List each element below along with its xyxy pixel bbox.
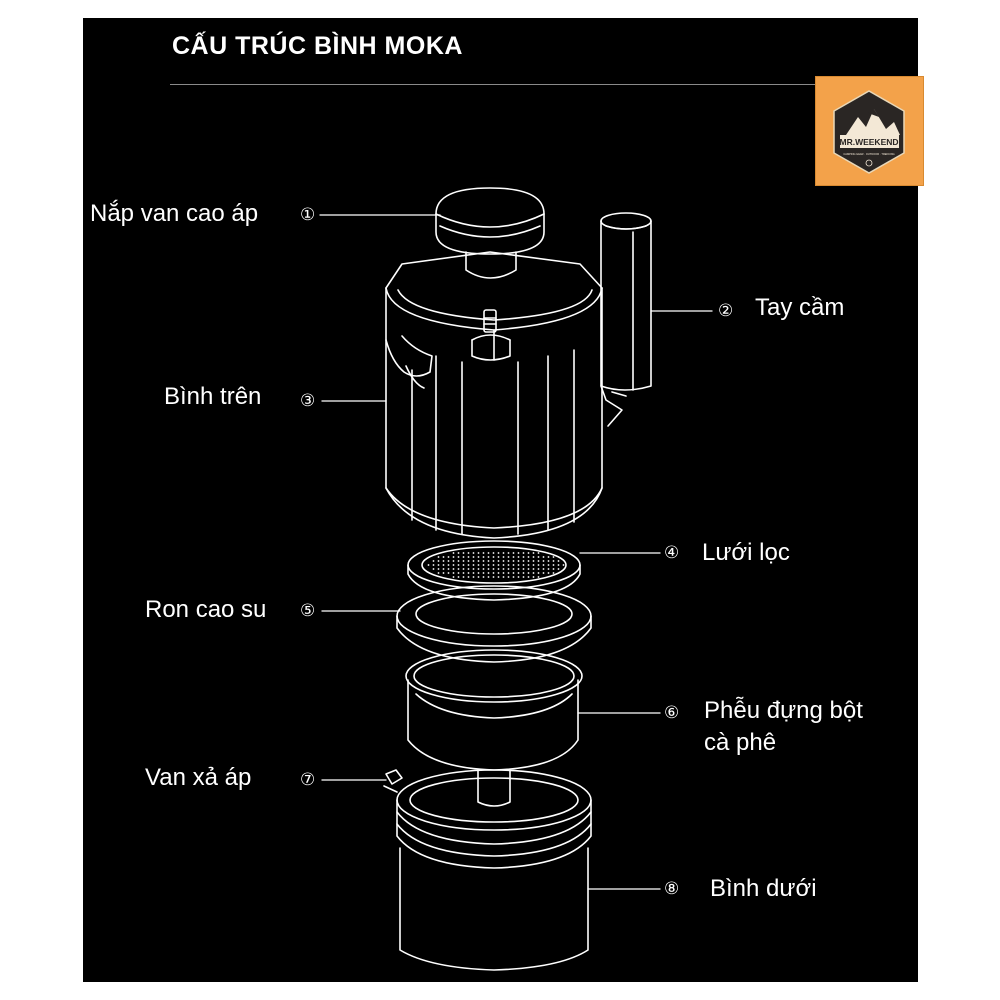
rubber-gasket bbox=[396, 585, 592, 663]
diagram-title: CẤU TRÚC BÌNH MOKA bbox=[172, 32, 463, 60]
number-6: ⑥ bbox=[664, 703, 680, 723]
label-upper-chamber: Bình trên bbox=[164, 383, 262, 410]
number-2: ② bbox=[718, 301, 734, 321]
label-funnel-line1: Phễu đựng bột bbox=[704, 697, 863, 724]
filter-mesh bbox=[427, 552, 565, 578]
logo-small-top: KỸ THUẬT bbox=[859, 128, 879, 133]
label-valve-cap: Nắp van cao áp bbox=[90, 200, 259, 227]
label-filter: Lưới lọc bbox=[702, 539, 790, 566]
number-1: ① bbox=[300, 205, 316, 225]
lower-chamber bbox=[383, 769, 592, 971]
label-funnel-line2: cà phê bbox=[704, 729, 777, 756]
number-8: ⑧ bbox=[664, 879, 680, 899]
handle bbox=[600, 212, 652, 427]
label-lower-chamber: Bình dưới bbox=[710, 875, 817, 902]
number-3: ③ bbox=[300, 391, 316, 411]
number-4: ④ bbox=[664, 543, 680, 563]
logo-tagline: CAMPING GEAR · OUTDOOR · TREKKING bbox=[843, 152, 894, 156]
number-7: ⑦ bbox=[300, 770, 316, 790]
label-release-valve: Van xả áp bbox=[145, 764, 252, 791]
logo-brand: MR.WEEKEND bbox=[839, 137, 898, 147]
label-gasket: Ron cao su bbox=[145, 596, 267, 623]
coffee-funnel bbox=[405, 649, 583, 807]
title-divider bbox=[170, 84, 910, 85]
upper-chamber bbox=[385, 251, 603, 539]
leader-lines bbox=[319, 214, 713, 890]
brand-logo: KỸ THUẬT MR.WEEKEND CAMPING GEAR · OUTDO… bbox=[815, 76, 924, 186]
label-handle: Tay cầm bbox=[755, 294, 845, 321]
filter-plate bbox=[407, 540, 581, 601]
valve-knob bbox=[435, 187, 545, 279]
number-5: ⑤ bbox=[300, 601, 316, 621]
